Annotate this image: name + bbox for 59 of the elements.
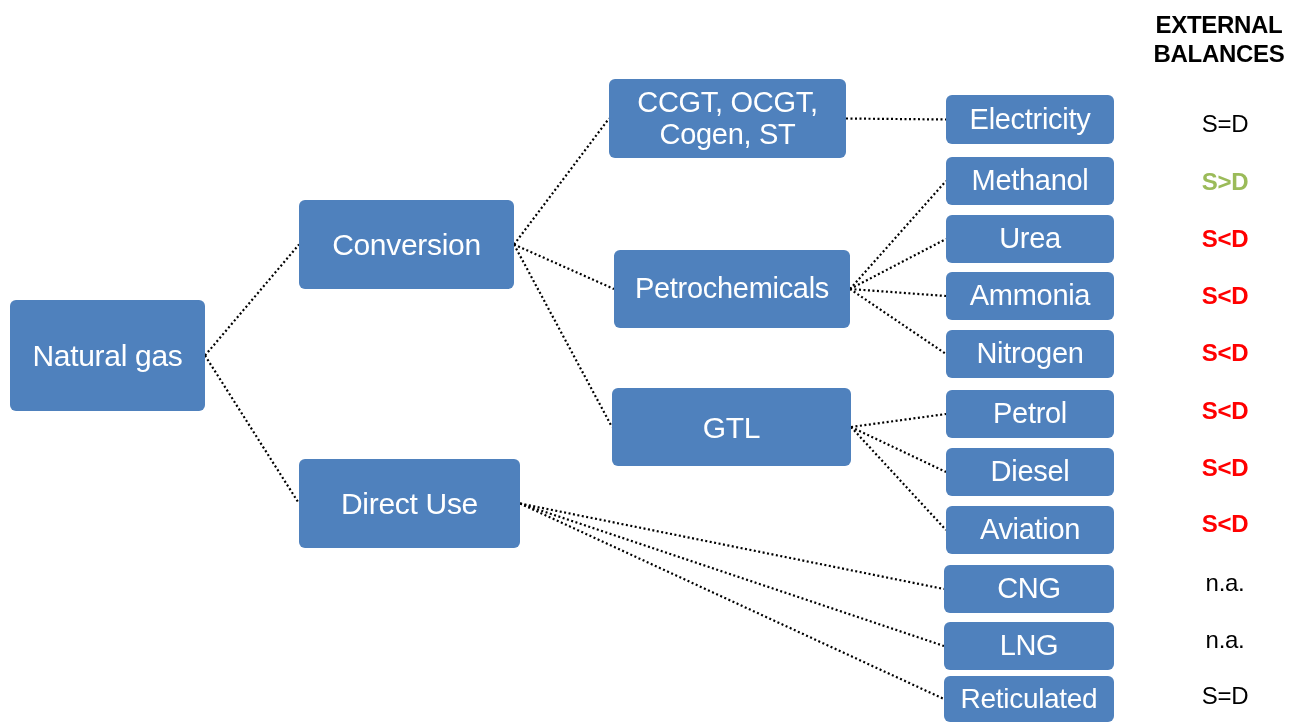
category-box [946,390,1114,438]
dotted-connector [849,287,947,298]
category-box [299,200,514,289]
dotted-connector [204,243,300,357]
category-box [946,157,1114,205]
balance-value: S<D [1200,281,1250,311]
balance-value: S>D [1200,167,1250,197]
box-label: Direct Use [341,487,478,520]
box-label: Methanol [971,165,1089,197]
balance-value: S=D [1200,681,1250,711]
category-box [609,79,846,158]
box-label: Electricity [969,103,1091,136]
balance-value: n.a. [1204,568,1246,598]
box-label: Urea [999,223,1061,255]
dotted-connector [513,117,610,246]
category-box [946,95,1114,144]
dotted-connector [204,354,300,505]
category-box [946,448,1114,496]
category-box [946,272,1114,320]
dotted-connector [850,426,947,531]
category-box [612,388,851,466]
category-box [946,215,1114,263]
dotted-connector [849,288,947,355]
balance-value: n.a. [1204,625,1246,655]
balance-value: S=D [1200,109,1250,139]
box-label: Natural gas [32,339,183,372]
category-box [946,506,1114,554]
box-label: GTL [702,410,761,444]
balance-value: S<D [1200,396,1250,426]
balance-value: S<D [1200,224,1250,254]
box-label: Conversion [332,228,481,261]
box-label: CNG [997,573,1061,605]
category-box [944,622,1114,670]
balance-value: S<D [1200,453,1250,483]
box-label: LNG [999,630,1059,662]
category-box [10,300,205,411]
dotted-connector [850,426,947,473]
balance-value: S<D [1200,509,1250,539]
category-box [299,459,520,548]
box-label: Petrol [993,398,1067,430]
box-label: Ammonia [969,280,1091,312]
dotted-connector [519,502,945,700]
category-box [946,330,1114,378]
box-label: Petrochemicals [634,273,829,305]
balance-value: S<D [1200,338,1250,368]
category-box [944,565,1114,613]
dotted-connector [846,117,946,121]
box-label: Reticulated [960,683,1098,715]
category-box [614,250,850,328]
box-label: Nitrogen [976,338,1084,370]
box-label: Diesel [990,456,1070,488]
box-label: CCGT, OCGT, Cogen, ST [636,86,819,151]
box-label: Aviation [979,514,1081,546]
column-heading: EXTERNAL BALANCES [1152,11,1286,69]
dotted-connector [849,238,947,290]
dotted-connector [519,502,945,591]
dotted-connector [513,243,615,290]
category-box [944,676,1114,722]
dotted-connector [513,244,613,428]
